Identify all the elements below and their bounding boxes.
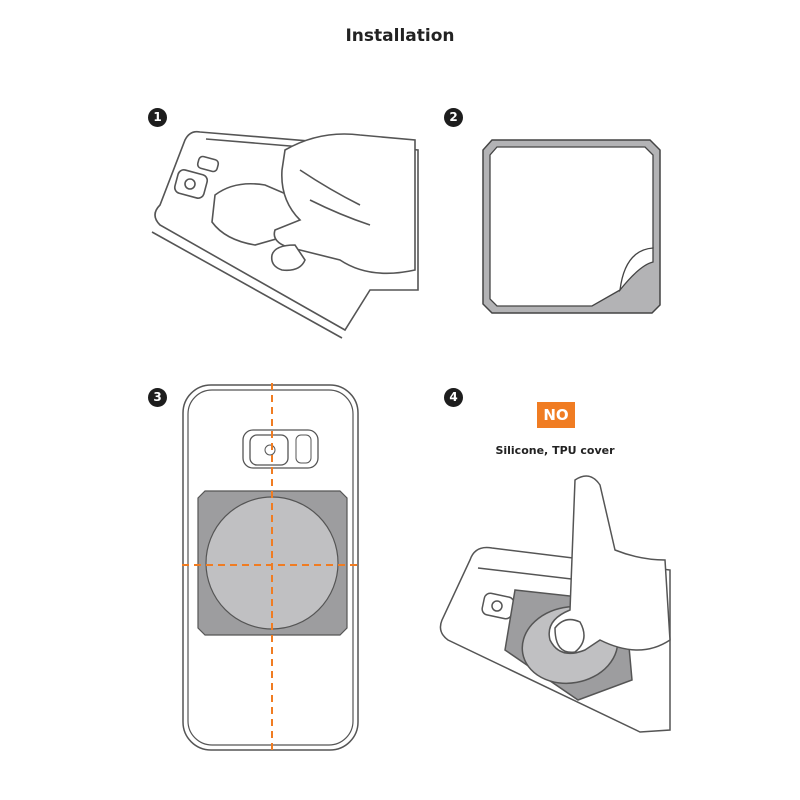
no-badge: NO: [537, 402, 575, 428]
step-number-3: 3: [148, 388, 167, 407]
step-number-4: 4: [444, 388, 463, 407]
step1-illustration: [151, 130, 419, 339]
step3-illustration: [182, 383, 362, 752]
step2-illustration: [482, 139, 661, 314]
step-number-2: 2: [444, 108, 463, 127]
cover-warning-note: Silicone, TPU cover: [495, 444, 615, 457]
step4-illustration: [439, 475, 671, 733]
step-number-1: 1: [148, 108, 167, 127]
page-title: Installation: [345, 26, 455, 46]
